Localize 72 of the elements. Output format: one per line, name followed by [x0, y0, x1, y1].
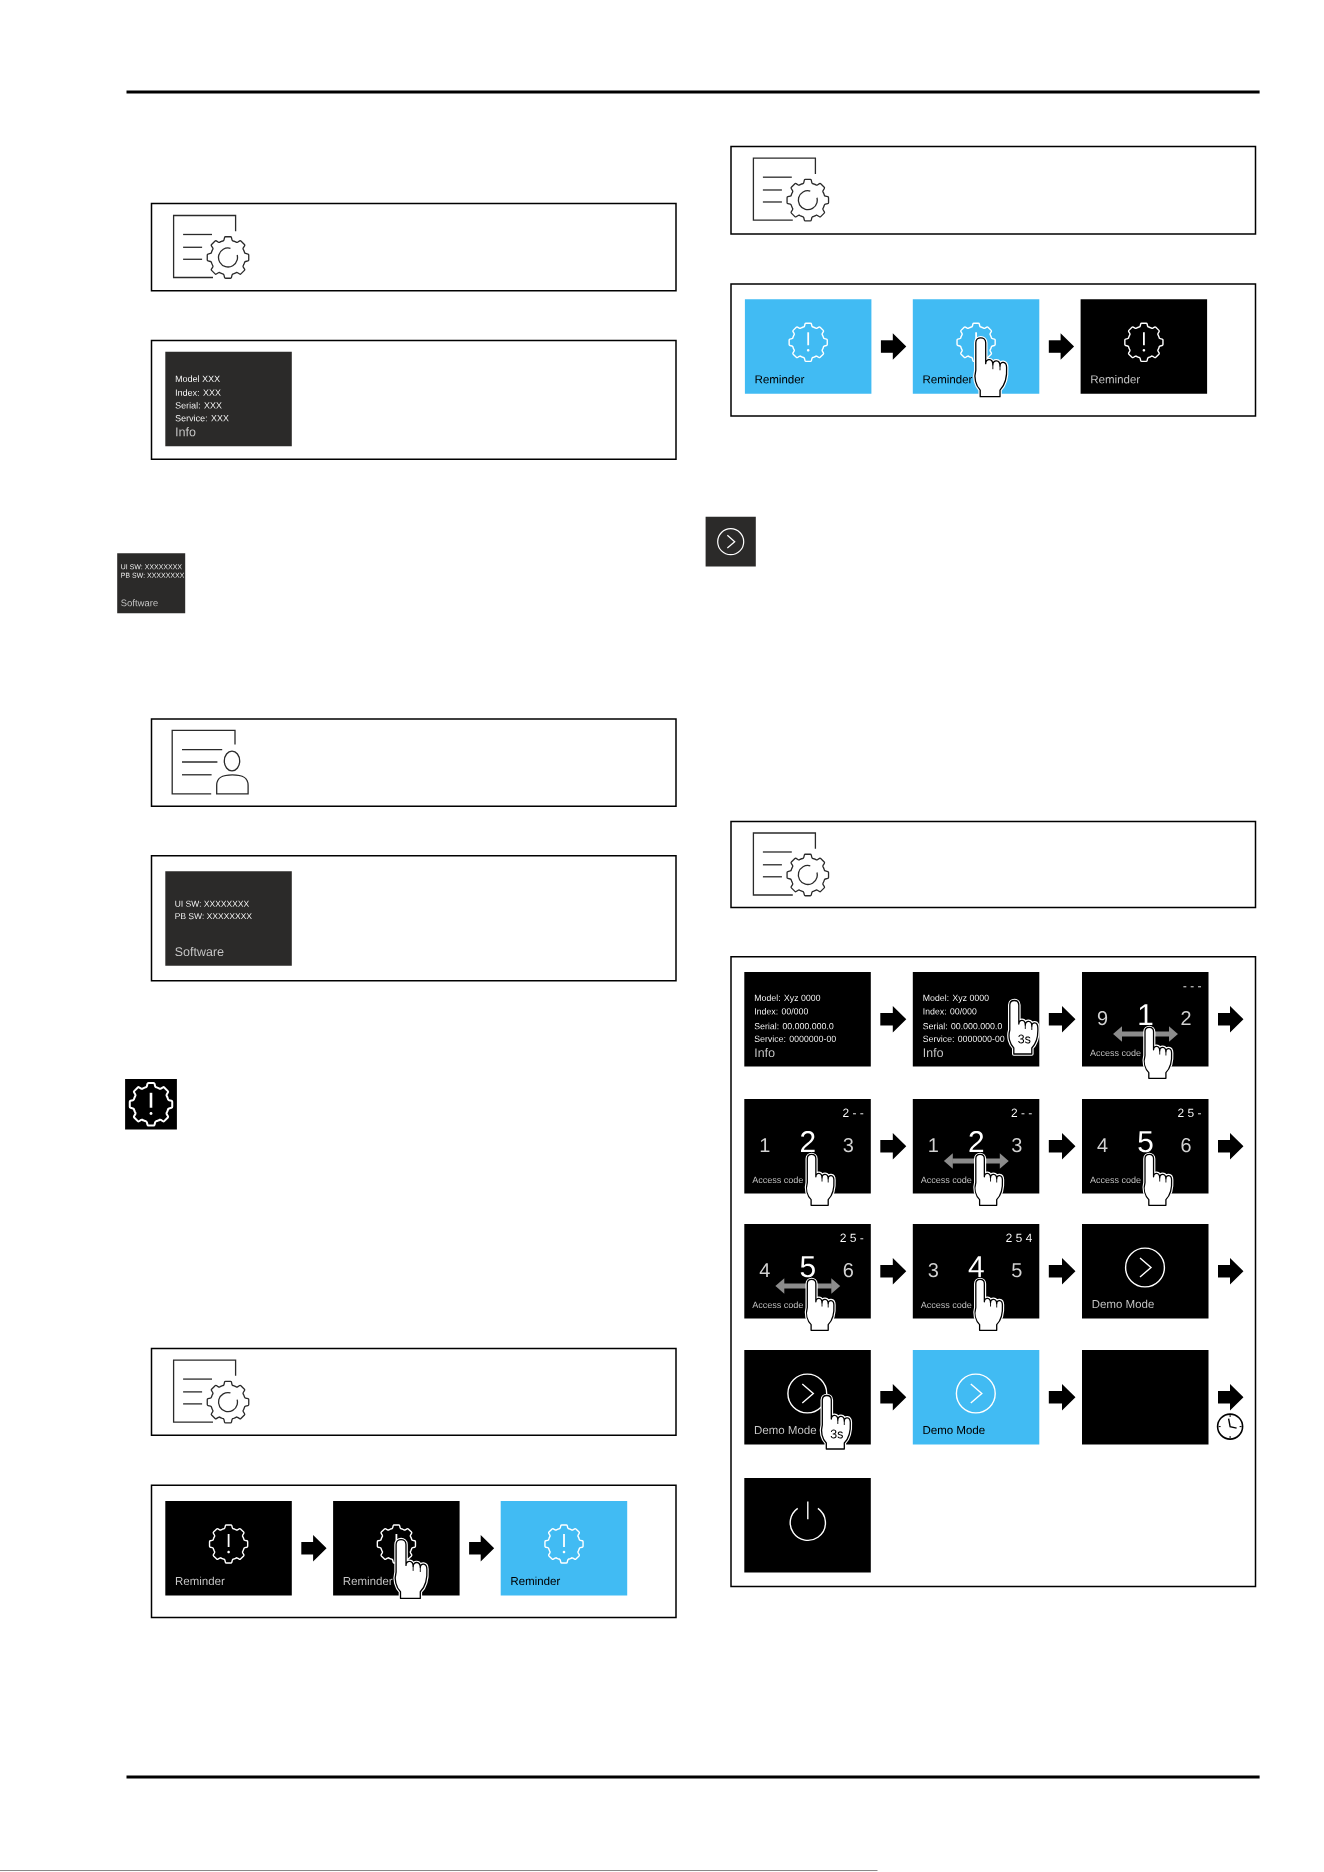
info-text: Model XXX: [175, 375, 220, 382]
screen-title: Info: [176, 427, 196, 437]
screen-title: Access code: [752, 1176, 803, 1184]
info-text: Service: 0000000-00: [754, 1035, 836, 1042]
screen-title: Demo Mode: [754, 1425, 817, 1435]
digit: 1: [760, 1138, 770, 1152]
entered-code: 2 - -: [843, 1108, 864, 1117]
digit: 4: [968, 1256, 984, 1277]
display-screen: [744, 299, 872, 394]
info-text: Service: XXX: [175, 414, 229, 422]
info-text: Index: XXX: [175, 389, 221, 396]
screen-title: Info: [923, 1047, 944, 1058]
display-screen: [744, 1478, 871, 1573]
info-text: Model: Xyz 0000: [754, 994, 821, 1003]
info-text: Serial: 00.000.000.0: [923, 1022, 1002, 1030]
info-text: PB SW: XXXXXXXX: [175, 913, 252, 920]
entered-code: - - -: [1183, 986, 1201, 988]
screen-title: Access code: [752, 1301, 803, 1309]
display-screen: [165, 1501, 292, 1596]
digit: 5: [1138, 1131, 1153, 1153]
screen-title: Reminder: [343, 1576, 393, 1586]
digit: 2: [801, 1131, 815, 1152]
display-screen: [1082, 1350, 1209, 1445]
digit: 5: [800, 1256, 815, 1278]
screen-title: Info: [755, 1047, 775, 1058]
display-screen: [1080, 299, 1208, 394]
display-screen: [165, 871, 292, 966]
display-screen: [500, 1501, 628, 1596]
digit: 6: [1181, 1138, 1191, 1153]
screen-title: Access code: [920, 1301, 972, 1309]
digit: 5: [1012, 1263, 1022, 1278]
entered-code: 2 5 4: [1006, 1233, 1032, 1243]
digit: 3: [843, 1138, 853, 1153]
digit: 1: [1139, 1004, 1153, 1025]
digit: 3: [1012, 1138, 1022, 1153]
screen-title: Demo Mode: [1092, 1299, 1154, 1309]
display-screen: [165, 351, 292, 447]
screen-title: Software: [175, 946, 224, 957]
digit: 2: [1181, 1011, 1191, 1025]
screen-title: Demo Mode: [923, 1425, 985, 1435]
digit: 4: [1097, 1138, 1108, 1152]
screen-title: Reminder: [175, 1576, 225, 1586]
info-text: Service: 0000000-00: [923, 1035, 1005, 1042]
duration-label: 3s: [830, 1429, 843, 1439]
digit: 4: [759, 1263, 770, 1277]
screen-title: Access code: [1090, 1176, 1141, 1184]
digit: 3: [928, 1263, 938, 1278]
info-text: UI SW: XXXXXXXX: [175, 900, 249, 907]
digit: 6: [843, 1263, 853, 1278]
display-screen: [117, 553, 186, 614]
digit: 2: [969, 1131, 984, 1152]
info-text: Index: 00/000: [923, 1008, 977, 1015]
info-text: Model: Xyz 0000: [923, 994, 989, 1003]
screen-title: Access code: [1090, 1049, 1141, 1057]
info-text: Serial: 00.000.000.0: [754, 1022, 834, 1030]
screen-title: Access code: [920, 1176, 972, 1184]
info-text: Index: 00/000: [755, 1008, 808, 1015]
screen-title: Software: [121, 599, 158, 607]
digit: 1: [929, 1138, 938, 1152]
display-screen: [912, 1350, 1040, 1445]
info-text: Serial: XXX: [175, 401, 222, 409]
entered-code: 2 5 -: [840, 1233, 864, 1243]
duration-label: 3s: [1018, 1034, 1031, 1044]
screen-title: Reminder: [511, 1576, 561, 1586]
digit: 9: [1097, 1011, 1108, 1026]
display-screen: [744, 972, 871, 1067]
screen-title: Reminder: [1091, 374, 1140, 384]
entered-code: 2 5 -: [1178, 1108, 1201, 1118]
display-screen: [1082, 1224, 1209, 1319]
entered-code: 2 - -: [1011, 1108, 1032, 1117]
screen-title: Reminder: [755, 374, 805, 384]
screen-title: Reminder: [923, 374, 973, 384]
